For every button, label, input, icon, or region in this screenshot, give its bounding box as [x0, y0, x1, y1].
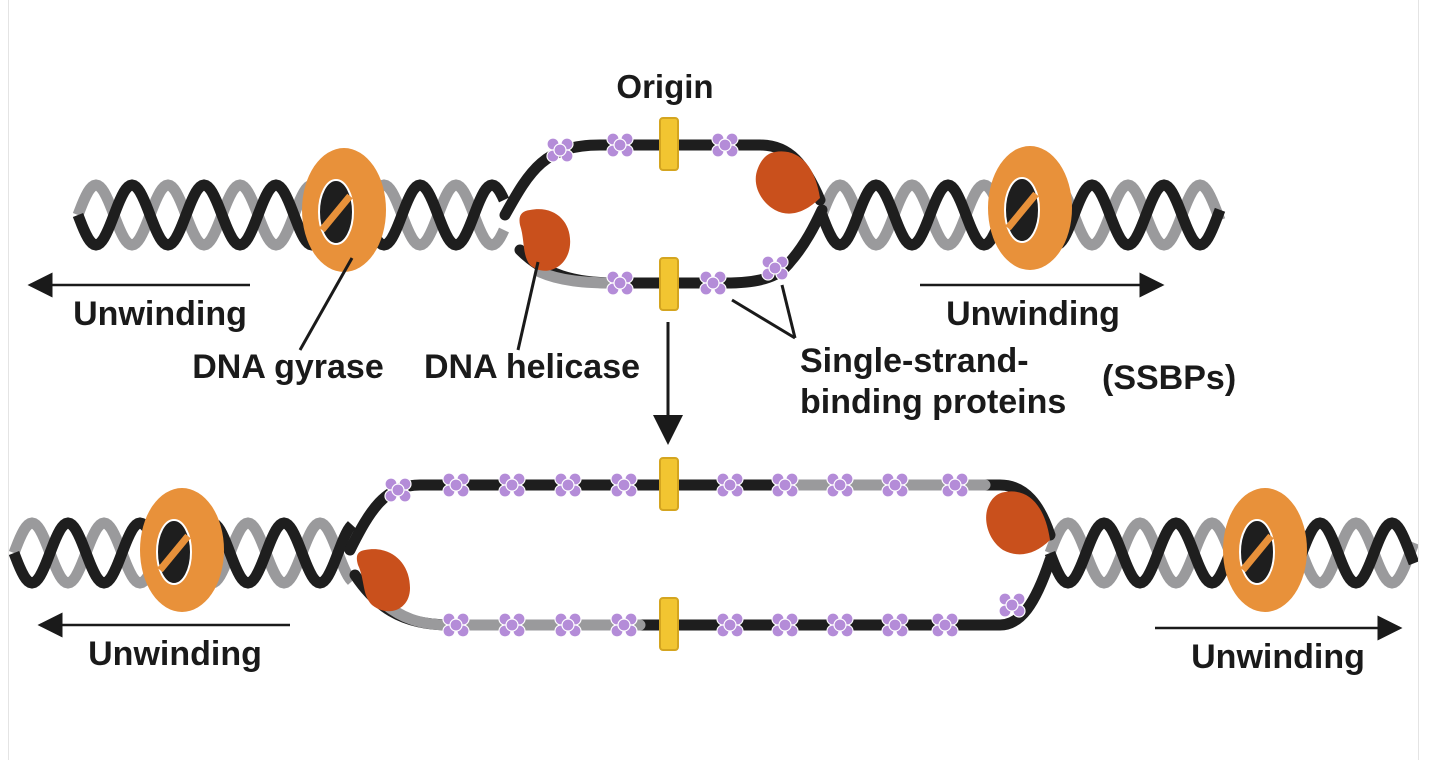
ssbp-protein [931, 612, 959, 638]
ssbp-protein [826, 612, 854, 638]
ssbp-group-bottom [384, 472, 1026, 638]
ssbp-protein [554, 472, 582, 498]
helix-strand [72, 179, 509, 251]
bubble-top-lower-strand-light [534, 266, 621, 289]
ssbp-protein [716, 612, 744, 638]
origin-marker-top-upper [659, 117, 679, 171]
ssbp-protein [442, 472, 470, 498]
right-border [1418, 0, 1419, 760]
unwinding-label-top-left: Unwinding [73, 295, 247, 333]
ssbp-protein [546, 137, 574, 163]
ssbp-protein [771, 612, 799, 638]
ssbp-protein [498, 612, 526, 638]
dna-gyrase-label: DNA gyrase [192, 348, 383, 386]
ssbp-protein [606, 132, 634, 158]
unwinding-label-bottom-left: Unwinding [88, 635, 262, 673]
dna-helicase-bottom-right [986, 491, 1050, 555]
dna-gyrase-top-left [302, 148, 386, 272]
dna-helicase-top-right [755, 151, 820, 214]
dna-helicase-top-left [519, 209, 571, 271]
dna-gyrase-bottom-right [1223, 488, 1307, 612]
ssbp-protein [998, 592, 1026, 618]
dna-helicase-pointer [516, 261, 540, 351]
dna-gyrase-pointer [298, 257, 354, 351]
ssbp-protein [711, 132, 739, 158]
ssbp-pointer-2 [780, 284, 797, 339]
left-border [8, 0, 9, 760]
unwinding-label-top-right: Unwinding [946, 295, 1120, 333]
ssbp-protein [554, 612, 582, 638]
ssbp-label-line2: binding proteins [800, 383, 1066, 421]
ssbp-label-line1: Single-strand- [800, 342, 1029, 380]
helix-top-left [72, 179, 509, 251]
origin-marker-bottom-lower [659, 597, 679, 651]
ssbp-abbrev-label: (SSBPs) [1102, 359, 1236, 397]
ssbp-protein [610, 472, 638, 498]
origin-marker-top-lower [659, 257, 679, 311]
ssbp-protein [716, 472, 744, 498]
ssbp-protein [606, 270, 634, 296]
unwinding-label-bottom-right: Unwinding [1191, 638, 1365, 676]
dna-gyrase-bottom-left [140, 488, 224, 612]
top-panel: Origin Unwinding Unwinding DNA gyrase DN… [27, 68, 1236, 445]
origin-label: Origin [616, 68, 713, 105]
ssbp-protein [610, 612, 638, 638]
ssbp-pointer-1 [731, 298, 796, 340]
dna-helicase-bottom-left [356, 549, 410, 612]
ssbp-protein [384, 477, 412, 503]
ssbp-protein [761, 255, 789, 281]
ssbp-protein [771, 472, 799, 498]
dna-gyrase-top-right [988, 146, 1072, 270]
ssbp-protein [699, 270, 727, 296]
dna-helicase-label: DNA helicase [424, 348, 640, 386]
ssbp-protein [941, 472, 969, 498]
origin-marker-bottom-upper [659, 457, 679, 511]
ssbp-protein [881, 472, 909, 498]
ssbp-protein [826, 472, 854, 498]
ssbp-group-top [546, 132, 789, 296]
ssbp-protein [442, 612, 470, 638]
ssbp-protein [498, 472, 526, 498]
bottom-panel: Unwinding Unwinding [8, 457, 1420, 676]
ssbp-protein [881, 612, 909, 638]
